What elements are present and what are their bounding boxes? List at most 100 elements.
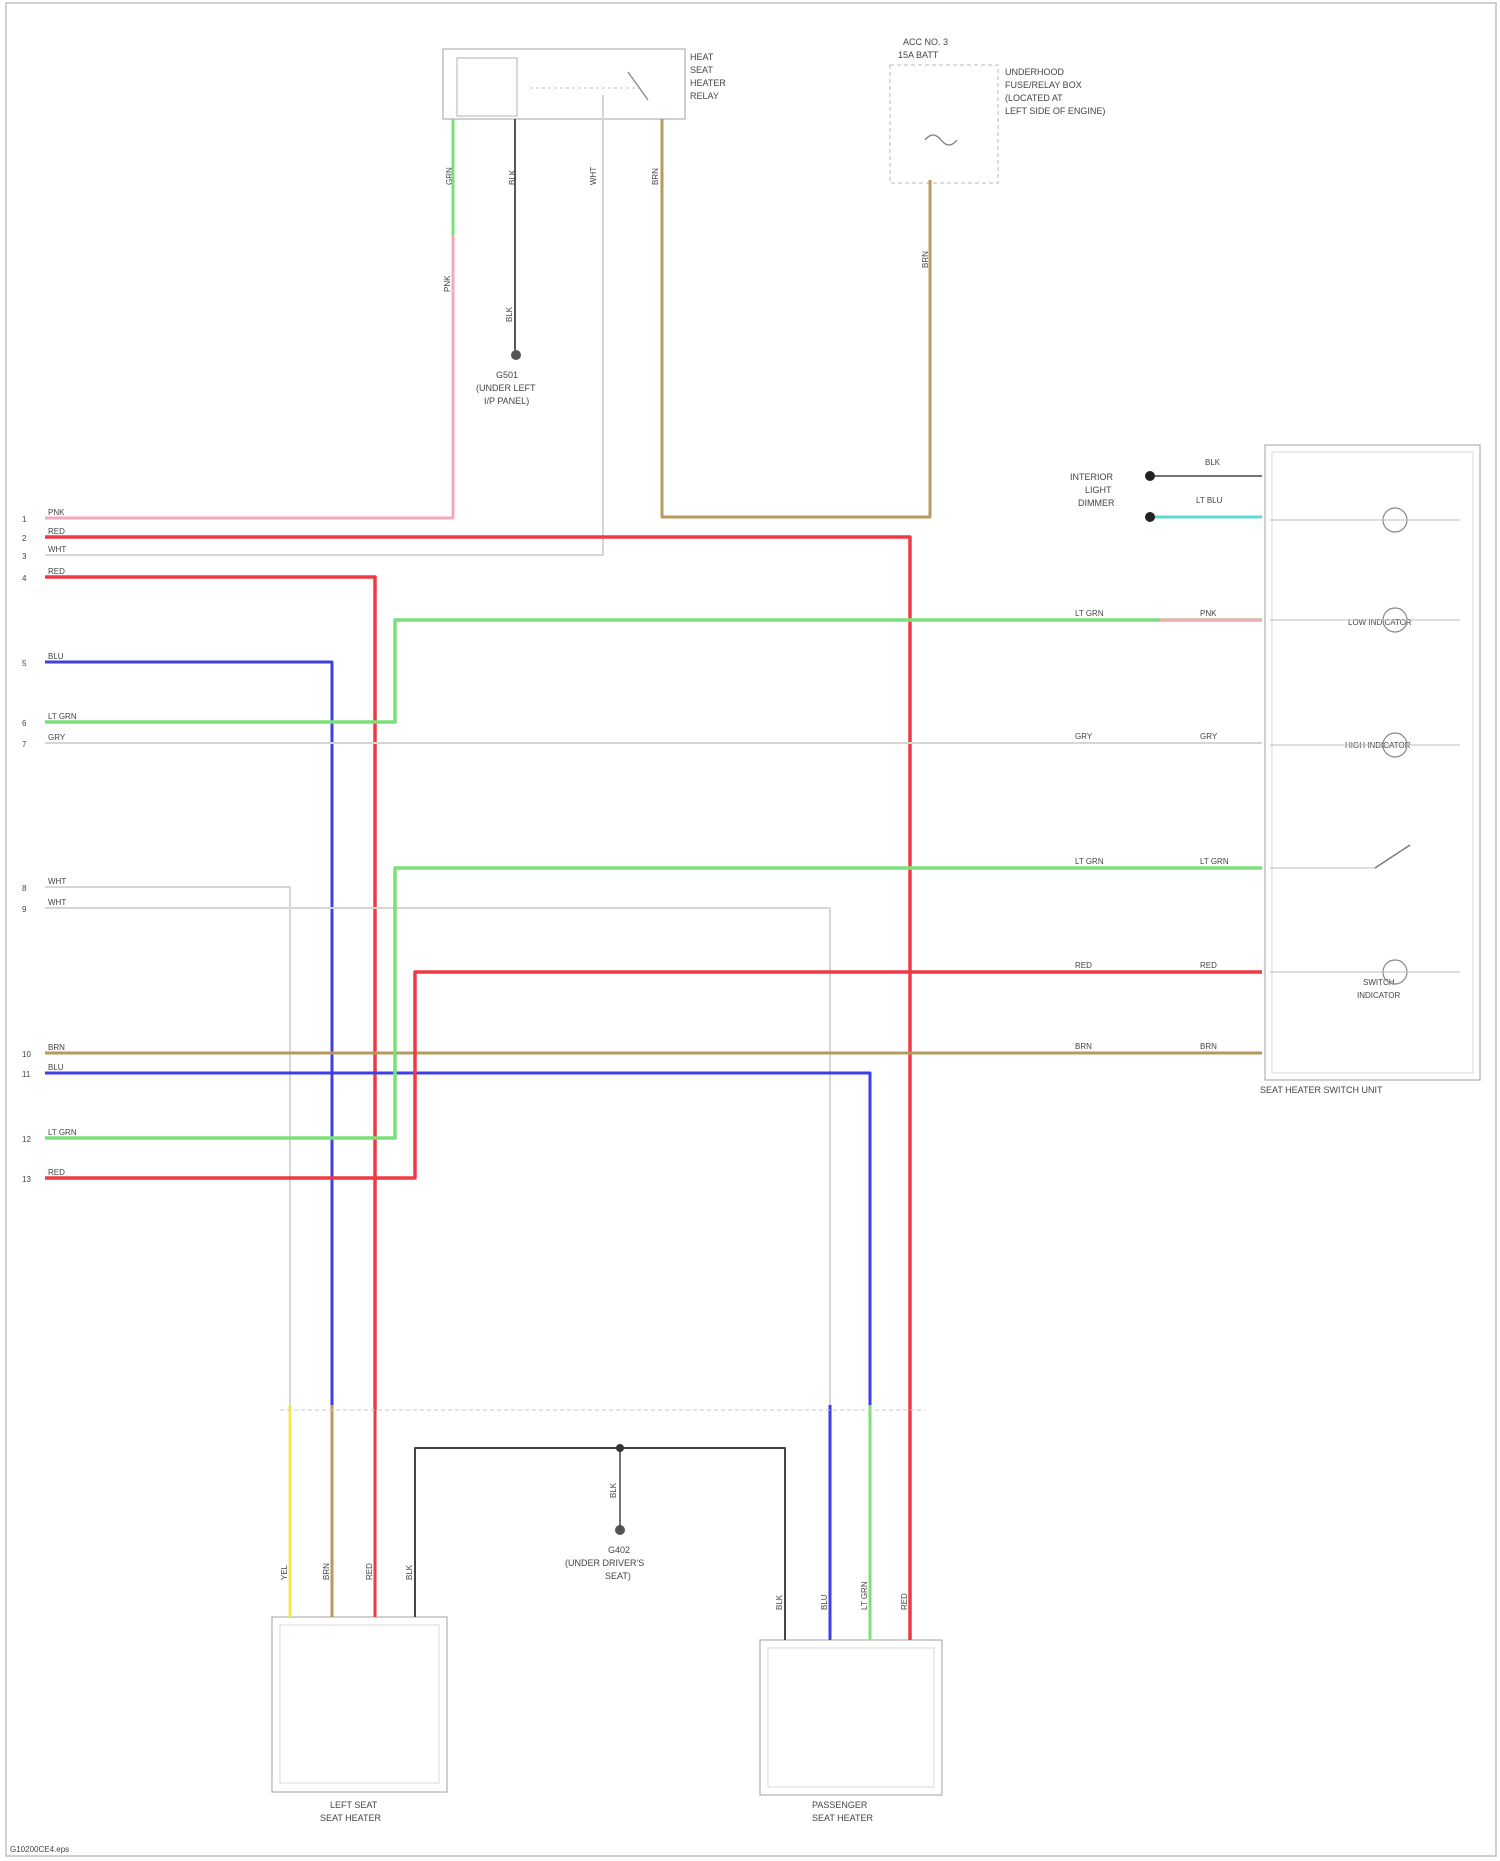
right-heater-wire-code: BLU: [820, 1594, 829, 1610]
fuse-panel-3: (LOCATED AT: [1005, 93, 1063, 103]
wire-row-ltgrn-6: [45, 620, 1262, 722]
ground-upper-icon: G501 (UNDER LEFT I/P PANEL): [476, 350, 536, 406]
right-heater-label-2: SEAT HEATER: [812, 1813, 874, 1823]
right-wire-code-left: LT GRN: [1075, 857, 1104, 866]
fuse-label-2: 15A BATT: [898, 50, 939, 60]
ground-upper-label-1: G501: [496, 370, 518, 380]
right-wire-code-right: LT GRN: [1200, 857, 1229, 866]
wire-relay-pnk: [45, 235, 453, 518]
wire-row-red-4: [45, 577, 375, 1410]
fuse-panel-1: UNDERHOOD: [1005, 67, 1065, 77]
left-wire-code: PNK: [48, 508, 65, 517]
fuse-label-1: ACC NO. 3: [903, 37, 948, 47]
left-heater-wire-code: BLK: [405, 1564, 414, 1580]
left-wire-code: BLU: [48, 1063, 64, 1072]
right-wire-code-right: GRY: [1200, 732, 1218, 741]
diagram-border: [6, 3, 1496, 1856]
dimmer-terminal-2: [1145, 512, 1155, 522]
relay-wire-label-5: PNK: [443, 275, 452, 292]
left-pin-number: 10: [22, 1050, 31, 1059]
left-wire-code: RED: [48, 567, 65, 576]
wire-ground-bus: [415, 1448, 785, 1640]
switch-icon: [1375, 845, 1410, 868]
ground-junction: [616, 1444, 624, 1452]
fuse-icon: [925, 135, 957, 145]
left-wire-code: WHT: [48, 545, 66, 554]
wire-row-red-13: [45, 972, 1262, 1178]
low-indicator-label: LOW INDICATOR: [1348, 618, 1412, 627]
left-heater-label-1: LEFT SEAT: [330, 1800, 378, 1810]
left-heater-wire-code: YEL: [280, 1564, 289, 1580]
relay-wire-label-4: BRN: [651, 168, 660, 185]
left-pin-number: 6: [22, 719, 27, 728]
ground-upper-label-3: I/P PANEL): [484, 396, 529, 406]
relay-label-4: RELAY: [690, 91, 719, 101]
left-pin-number: 7: [22, 740, 27, 749]
left-pin-number: 11: [22, 1070, 31, 1079]
left-wire-code: RED: [48, 1168, 65, 1177]
seat-heater-relay: HEAT SEAT HEATER RELAY: [443, 49, 726, 119]
switch-unit-label: SEAT HEATER SWITCH UNIT: [1260, 1085, 1383, 1095]
wires-layer: [45, 95, 1460, 1640]
fuse-panel-2: FUSE/RELAY BOX: [1005, 80, 1082, 90]
left-pin-number: 9: [22, 905, 27, 914]
wire-row-wht-8: [45, 887, 290, 1405]
ground-lower-label-3: SEAT): [605, 1571, 631, 1581]
ground-lower-label-1: G402: [608, 1545, 630, 1555]
right-wire-code-left: BRN: [1075, 1042, 1092, 1051]
seat-heater-switch-unit: SEAT HEATER SWITCH UNIT LOW INDICATOR HI…: [1260, 445, 1480, 1095]
dimmer-label-1: INTERIOR: [1070, 472, 1114, 482]
left-pin-number: 12: [22, 1135, 31, 1144]
left-pin-number: 13: [22, 1175, 31, 1184]
dimmer-label-3: DIMMER: [1078, 498, 1115, 508]
left-heater-wire-code: RED: [365, 1563, 374, 1580]
left-pin-number: 2: [22, 534, 27, 543]
left-wire-code: BLU: [48, 652, 64, 661]
left-heater-wire-code: BRN: [322, 1563, 331, 1580]
left-heater-label-2: SEAT HEATER: [320, 1813, 382, 1823]
left-wire-code: LT GRN: [48, 712, 77, 721]
left-pin-number: 3: [22, 552, 27, 561]
dimmer-terminal-1: [1145, 471, 1155, 481]
left-wire-code: WHT: [48, 877, 66, 886]
right-wire-code-right: PNK: [1200, 609, 1217, 618]
relay-label-1: HEAT: [690, 52, 714, 62]
ground-upper-label-2: (UNDER LEFT: [476, 383, 536, 393]
wire-row-blu-11: [45, 1073, 870, 1410]
passenger-seat-heater: PASSENGER SEAT HEATER: [760, 1640, 942, 1823]
left-wire-code: GRY: [48, 733, 66, 742]
dimmer-wire-label-2: LT BLU: [1196, 496, 1223, 505]
wire-relay-wht: [45, 95, 603, 555]
relay-label-2: SEAT: [690, 65, 713, 75]
ground-lower-icon: G402 (UNDER DRIVER'S SEAT): [565, 1525, 644, 1581]
right-heater-label-1: PASSENGER: [812, 1800, 868, 1810]
wire-row-blu-5: [45, 662, 332, 1410]
right-wire-code-left: RED: [1075, 961, 1092, 970]
left-wire-code: RED: [48, 527, 65, 536]
dimmer-wire-label-1: BLK: [1205, 458, 1221, 467]
right-heater-wire-code: RED: [900, 1593, 909, 1610]
relay-label-3: HEATER: [690, 78, 726, 88]
footer-filename: G10200CE4.eps: [10, 1845, 69, 1854]
left-wire-code: BRN: [48, 1043, 65, 1052]
dimmer-label-2: LIGHT: [1085, 485, 1112, 495]
right-wire-code-left: LT GRN: [1075, 609, 1104, 618]
right-wire-code-left: GRY: [1075, 732, 1093, 741]
left-wire-code: LT GRN: [48, 1128, 77, 1137]
ground-lower-label-2: (UNDER DRIVER'S: [565, 1558, 644, 1568]
right-heater-wire-code: LT GRN: [860, 1581, 869, 1610]
left-pin-number: 4: [22, 574, 27, 583]
wire-row-wht-9: [45, 908, 830, 1405]
fuse-box: ACC NO. 3 15A BATT UNDERHOOD FUSE/RELAY …: [890, 37, 1105, 183]
bottom-ground-wire-label: BLK: [609, 1482, 618, 1498]
left-wire-code: WHT: [48, 898, 66, 907]
left-pin-number: 1: [22, 515, 27, 524]
fuse-panel-4: LEFT SIDE OF ENGINE): [1005, 106, 1105, 116]
left-seat-heater: LEFT SEAT SEAT HEATER: [272, 1617, 447, 1823]
relay-wire-label-6: BLK: [505, 306, 514, 322]
left-pin-number: 8: [22, 884, 27, 893]
left-pin-number: 5: [22, 659, 27, 668]
relay-wire-label-3: WHT: [589, 167, 598, 185]
